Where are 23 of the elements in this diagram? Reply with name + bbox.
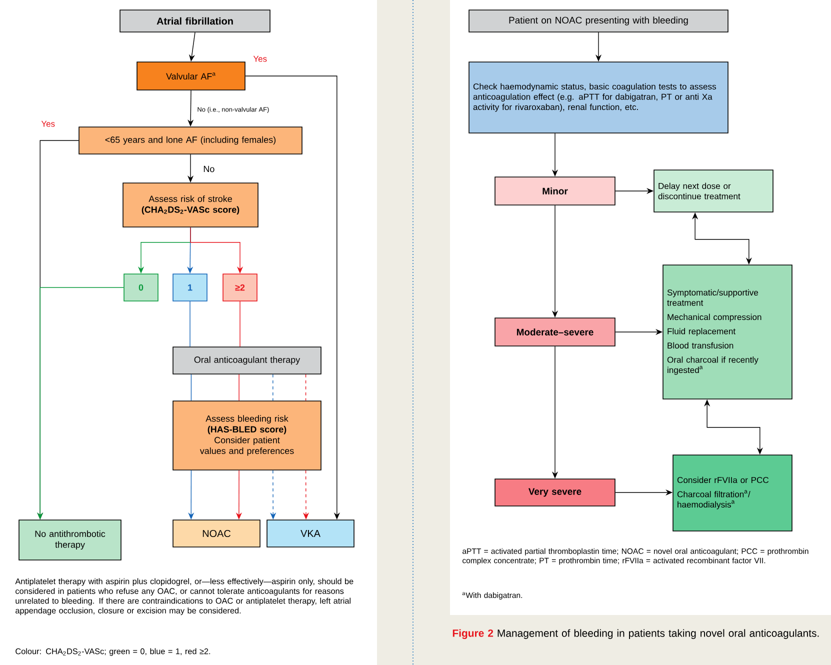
process-box: Assess risk of stroke (CHA$_{2}$DS$_{2}$-VASc score) <box>122 182 258 228</box>
process-box: Patient on NOAC presenting with bleeding <box>468 10 728 32</box>
treatment-box: NOAC <box>172 520 260 548</box>
process-box: Assess bleeding risk (HAS-BLED score) Consider patient values and preferences <box>172 400 322 470</box>
decision-box: <65 years and lone AF (including females) <box>78 126 302 154</box>
decision-box: Valvular AF$^{a}$ <box>136 62 246 90</box>
process-box: Check haemodynamic status, basic coagulation tests to assess anticoagulation effect (e.g. aPTT for dabigatran, PT or anti Xa activity for rivaroxaban), renal function, etc. <box>468 62 728 134</box>
process-box: Atrial fibrillation <box>120 10 270 32</box>
figure-caption: Figure 2 Management of bleeding in patients taking novel oral anticoagulants. <box>452 629 819 639</box>
treatment-box: No antithrombotic therapy <box>18 520 122 560</box>
score-box: 1 <box>172 274 208 302</box>
treatment-box: Consider rFVIIa or PCC Charcoal filtration$^{a}$/ haemodialysis$^{a}$ <box>672 454 792 532</box>
treatment-box: Symptomatic/supportive treatment Mechanical compression Fluid replacement Blood transfusion Oral charcoal if recently ingested$^{a}$ <box>662 264 792 400</box>
legend-note: Colour: CHA$_{2}$DS$_{2}$-VASc; green = 0, blue = 1, red ≥2. <box>16 648 210 656</box>
severity-box: Moderate–severe <box>494 318 616 346</box>
footnote-text: Antiplatelet therapy with aspirin plus clopidogrel, or—less effectively—aspirin only, should be considered in patients who refuse any OAC, or cannot tolerate anticoagulants for reasons unrelated to bleeding. If there are contraindications to OAC or antiplatelet therapy, left atrial appendage occlusion, closure or excision may be considered. <box>15 578 354 616</box>
severity-box: Very severe <box>494 478 616 506</box>
treatment-box: VKA <box>266 520 354 548</box>
process-box: Oral anticoagulant therapy <box>172 346 322 374</box>
score-box: 0 <box>124 274 158 302</box>
treatment-box: Delay next dose or discontinue treatment <box>654 170 774 212</box>
score-box: ≥2 <box>222 274 258 302</box>
severity-box: Minor <box>494 176 616 206</box>
